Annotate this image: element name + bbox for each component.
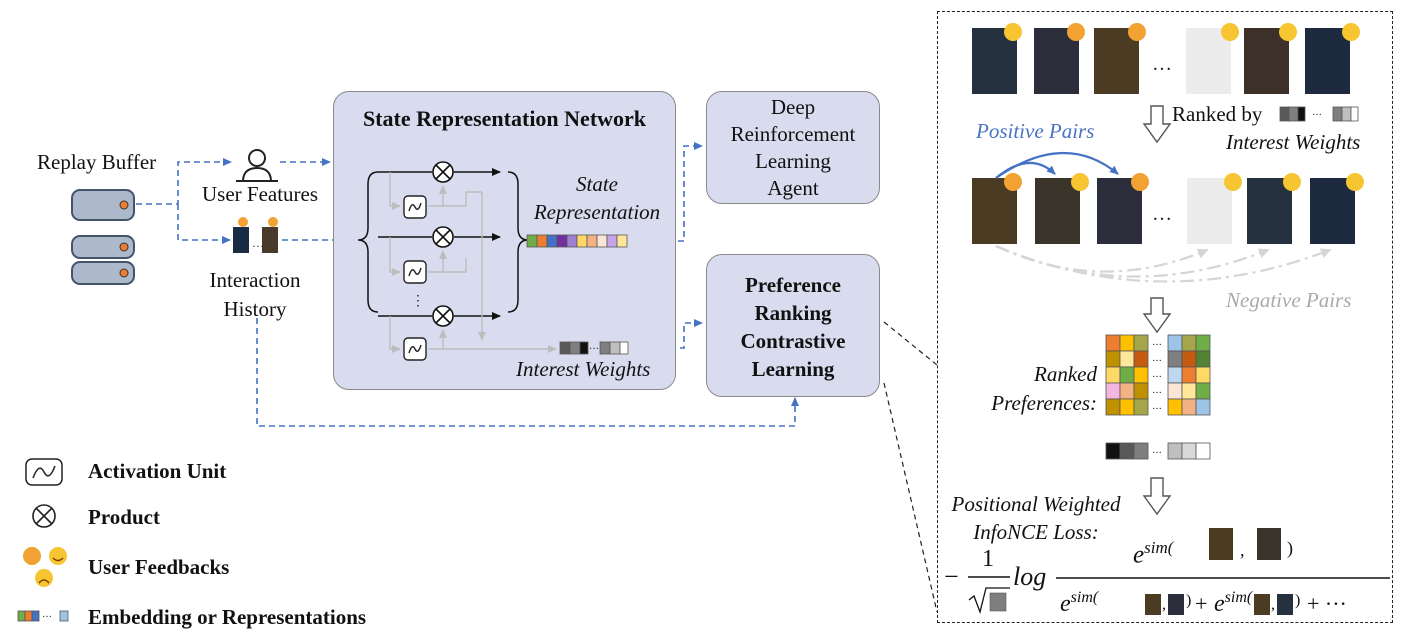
poster-row-top: … <box>972 28 1350 94</box>
state-embedding <box>526 234 628 248</box>
product-node <box>432 305 454 327</box>
history-posters: ··· <box>233 217 278 253</box>
legend-product: Product <box>88 505 160 529</box>
svg-text:···: ··· <box>1152 404 1162 415</box>
formula-denominator-term2: esim( <box>1214 589 1253 617</box>
replay-buffer-label: Replay Buffer <box>37 150 157 174</box>
svg-text:···: ··· <box>252 239 264 253</box>
database-icon <box>71 189 135 285</box>
formula-numerator-comma: , <box>1240 540 1245 560</box>
svg-text:···: ··· <box>1152 448 1162 459</box>
negative-pairs-label: Negative Pairs <box>1226 288 1352 312</box>
svg-text:···: ··· <box>1312 110 1322 121</box>
formula-one: 1 <box>982 546 994 572</box>
activation-unit <box>403 195 427 219</box>
loss-label: Positional Weighted InfoNCE Loss: <box>951 492 1121 544</box>
svg-text:···: ··· <box>1152 356 1162 367</box>
formula-den-close-2: ) <box>1295 592 1301 609</box>
formula-minus: − <box>944 562 959 591</box>
activation-unit <box>403 337 427 361</box>
ranked-preferences-label: Ranked Preferences: <box>991 362 1097 415</box>
interest-weights-strip <box>559 341 629 355</box>
svg-text:⋮: ⋮ <box>411 294 425 309</box>
product-node <box>432 226 454 248</box>
negative-pair-arrows <box>995 244 1332 283</box>
positive-pairs-label: Positive Pairs <box>976 119 1095 143</box>
ranked-by-strip <box>1279 106 1359 122</box>
formula-denominator-term1: esim( <box>1060 589 1099 617</box>
legend-activation-unit: Activation Unit <box>88 459 227 483</box>
interest-weights-label: Interest Weights <box>516 357 651 381</box>
drl-agent-box <box>706 91 880 204</box>
formula-log: log <box>1013 562 1047 591</box>
drl-agent-label: Deep Reinforcement Learning Agent <box>730 95 856 200</box>
poster-row-ranked: … <box>972 178 1355 244</box>
state-representation-label: State Representation <box>533 172 661 224</box>
ranked-preferences-matrix <box>1105 334 1211 416</box>
formula-trailing: + ··· <box>1307 591 1347 616</box>
prcl-label: Preference Ranking Contrastive Learning <box>740 273 846 381</box>
svg-text:···: ··· <box>42 612 52 623</box>
srn-title: State Representation Network <box>362 106 647 131</box>
product-icon <box>32 504 56 528</box>
formula-den-close-1: ) <box>1186 592 1192 609</box>
user-features-label: User Features <box>202 182 319 206</box>
positive-pair-arrows <box>995 151 1119 179</box>
legend-user-feedbacks: User Feedbacks <box>88 555 230 579</box>
feedback-icons-ranked <box>1004 173 1364 191</box>
svg-text:…: … <box>1152 203 1172 225</box>
activation-unit <box>403 260 427 284</box>
formula-numerator-close: ) <box>1287 538 1293 558</box>
ranked-by-label: Ranked by <box>1172 102 1263 126</box>
panel-interest-weights-label: Interest Weights <box>1226 130 1361 154</box>
interaction-history-label: Interaction History <box>209 268 301 321</box>
svg-text:···: ··· <box>1152 372 1162 383</box>
svg-text:···: ··· <box>1152 340 1162 351</box>
activation-unit-icon <box>25 458 63 486</box>
feedback-icons-top <box>1004 23 1360 41</box>
user-feedback-icons <box>23 547 67 587</box>
product-node <box>432 161 454 183</box>
prcl-detail-panel <box>937 11 1393 623</box>
formula-plus: + <box>1195 591 1208 616</box>
legend-embedding: Embedding or Representations <box>88 605 367 629</box>
legend-icons: ··· <box>17 458 69 623</box>
prcl-box <box>706 254 880 397</box>
embedding-icon <box>17 610 69 622</box>
formula-numerator: esim( <box>1133 538 1174 569</box>
svg-text:···: ··· <box>1152 388 1162 399</box>
svg-text:···: ··· <box>589 344 599 355</box>
formula-den-comma-2: , <box>1271 596 1275 613</box>
formula-poster-thumbs <box>1145 528 1293 615</box>
svg-text:…: … <box>1152 53 1172 75</box>
user-icon <box>236 149 278 182</box>
formula-den-comma-1: , <box>1162 596 1166 613</box>
down-arrows <box>1142 105 1172 516</box>
weights-strip <box>1105 442 1211 460</box>
